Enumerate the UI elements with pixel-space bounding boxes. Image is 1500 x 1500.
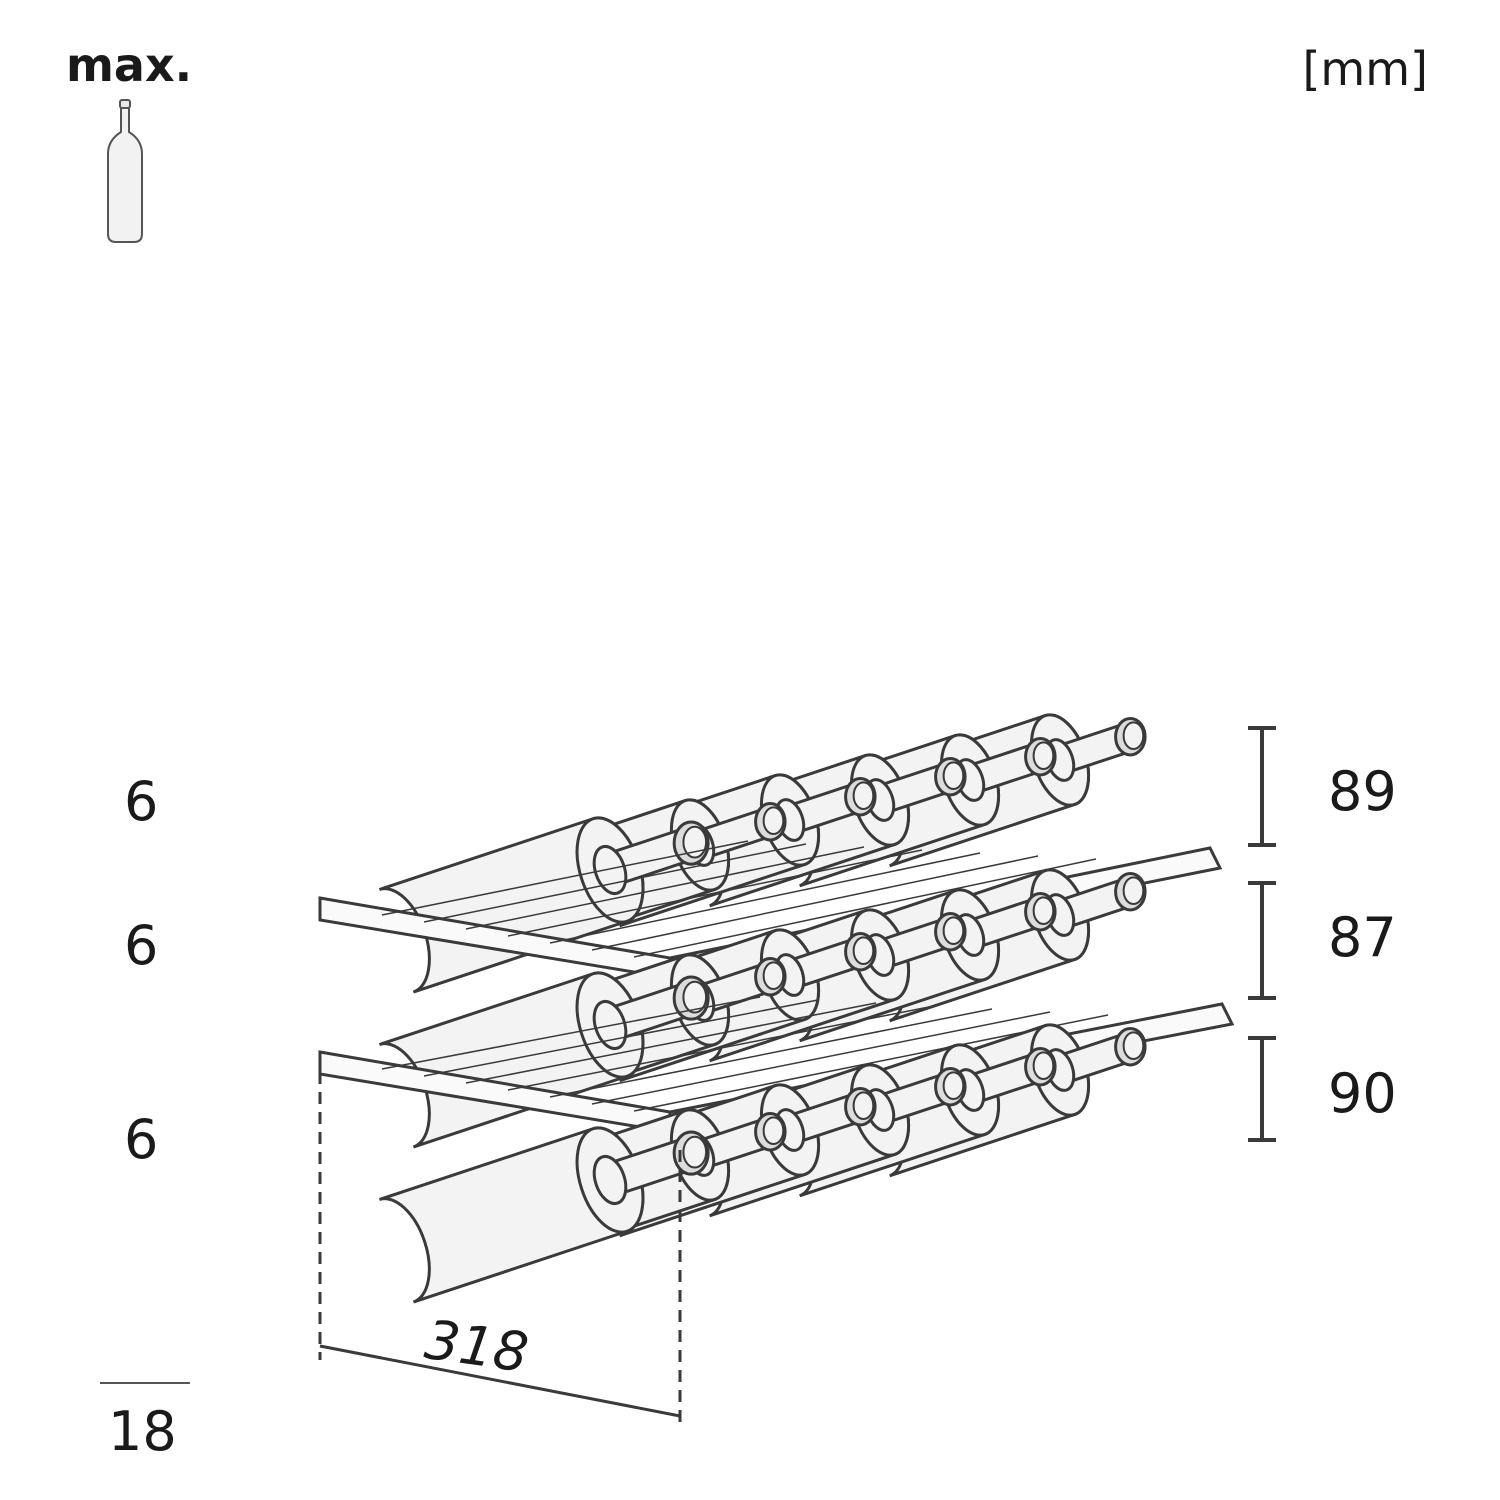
shelf-row-3	[378, 1023, 1147, 1304]
height-bracket-2	[1248, 881, 1276, 1000]
bottle-cap-top	[762, 806, 785, 836]
total-count: 18	[108, 1400, 177, 1463]
bottle-cap-top	[682, 825, 708, 859]
bottle	[378, 816, 710, 994]
bottle-cap-top	[1122, 721, 1145, 751]
total-divider	[100, 1382, 190, 1384]
height-bracket-3	[1248, 1036, 1276, 1142]
shelf-rod	[633, 858, 1097, 958]
bottle-cap-top	[852, 936, 875, 966]
shelf-rod	[507, 849, 923, 937]
bottle-neck-collar	[592, 1154, 628, 1206]
shelf-row-1	[318, 713, 1223, 994]
depth-line	[319, 1344, 681, 1418]
shelf-rod	[423, 843, 807, 923]
shelf-rod	[465, 846, 865, 930]
bottle-cap-top	[762, 961, 785, 991]
shelf-rod	[549, 852, 981, 944]
max-label: max.	[66, 38, 193, 92]
bottle-cap-top	[762, 1116, 785, 1146]
bottle-cap-top	[942, 761, 965, 791]
shelf-height-bottom: 90	[1328, 1062, 1397, 1125]
shelf-rod	[507, 1005, 935, 1091]
bottle-cap-top	[1032, 1051, 1055, 1081]
bottle-cap-top	[1032, 896, 1055, 926]
shelf-row-2	[318, 868, 1235, 1149]
shelf-count-bottom: 6	[124, 1108, 159, 1171]
depth-dimension	[318, 1052, 682, 1428]
shelf-count-middle: 6	[124, 914, 159, 977]
height-bracket-1	[1248, 726, 1276, 847]
shelf-height-top: 89	[1328, 760, 1397, 823]
bottle-cap-top	[1122, 876, 1145, 906]
shelf-rod	[465, 1002, 877, 1084]
shelf-rod	[591, 1011, 1051, 1105]
shelf-count-top: 6	[124, 770, 159, 833]
wine-bottle-icon	[107, 99, 143, 243]
bottle	[378, 1126, 710, 1304]
bottle-cap-top	[942, 916, 965, 946]
shelf-rod	[591, 855, 1039, 951]
shelf-rod	[549, 1008, 993, 1098]
unit-label: [mm]	[1302, 42, 1428, 96]
bottle-cap-top	[942, 1071, 965, 1101]
shelf-rod	[381, 996, 761, 1070]
shelf-rod	[423, 999, 819, 1077]
shelf-rod	[381, 840, 749, 916]
bottle-cap-top	[682, 1135, 708, 1169]
bottle-cap-top	[852, 1091, 875, 1121]
bottle-cap-top	[682, 980, 708, 1014]
shelf-height-middle: 87	[1328, 906, 1397, 969]
bottle-cap-top	[1122, 1031, 1145, 1061]
bottle-cap-top	[852, 781, 875, 811]
bottle-cap-top	[1032, 741, 1055, 771]
